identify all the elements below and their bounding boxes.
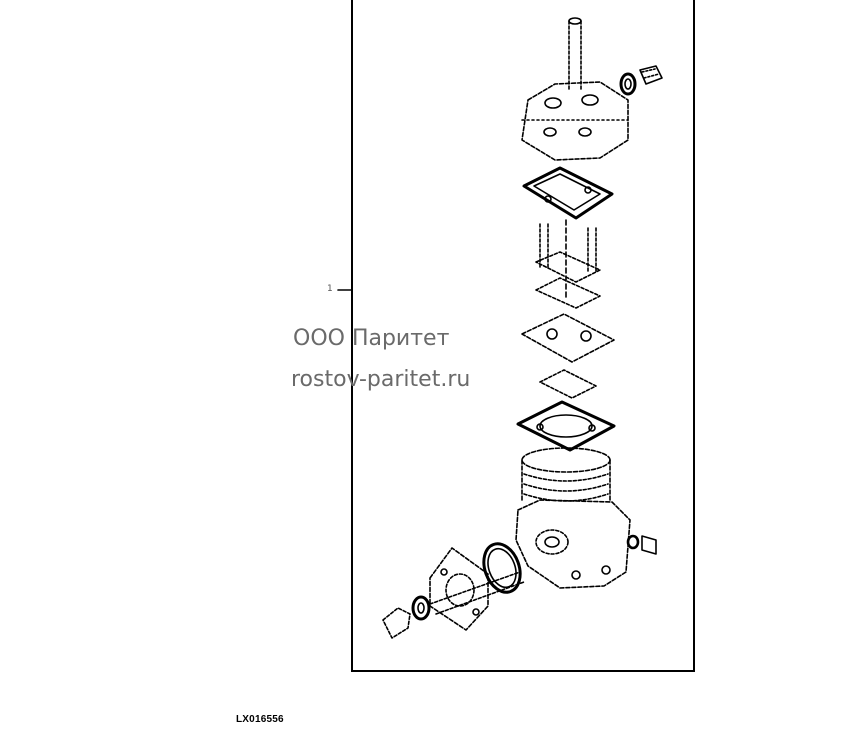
end-cover (429, 547, 489, 631)
crankcase (515, 447, 631, 589)
cylinder-head (521, 81, 629, 161)
plug-with-washer (619, 65, 663, 96)
valve-plate (521, 313, 615, 363)
figure-id: LX016556 (236, 714, 284, 725)
callout-number: 1 (327, 284, 333, 294)
cylinder-gasket (516, 400, 616, 452)
reed-valves (535, 251, 601, 309)
head-bolt (568, 17, 582, 91)
valve-gasket (539, 369, 597, 399)
watermark-company: ООО Паритет (293, 326, 450, 351)
watermark-url: rostov-paritet.ru (291, 367, 471, 392)
diagram-frame (351, 0, 695, 672)
dowel-pins (539, 219, 597, 301)
shaft-nut-washer (382, 571, 525, 639)
head-gasket (522, 166, 614, 220)
side-plug (626, 534, 657, 555)
